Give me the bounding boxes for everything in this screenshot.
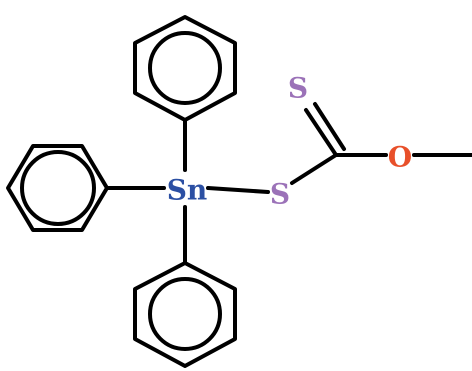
- atom-ester-oxygen-label: O: [388, 141, 412, 174]
- phenyl-ring-bottom: [133, 261, 237, 368]
- bond-sn-s: [206, 186, 270, 194]
- atom-tin-label: Sn: [167, 174, 208, 207]
- bond-c-s-double-a: [304, 108, 338, 157]
- phenyl-ring-left: [6, 144, 109, 232]
- bond-c-s-double-b: [313, 102, 346, 151]
- atom-thiolate-sulfur-label: S: [270, 178, 290, 211]
- phenyl-ring-top: [133, 15, 237, 122]
- atom-thione-sulfur-label: S: [288, 72, 308, 105]
- bond-s-c: [290, 153, 338, 185]
